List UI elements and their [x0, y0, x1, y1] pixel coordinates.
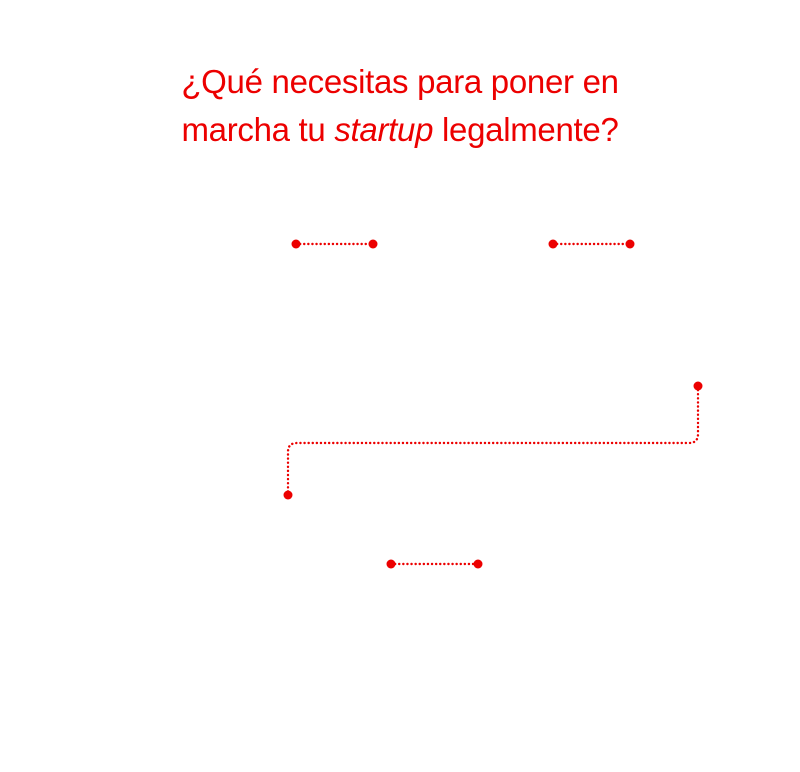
- connector-top-left-end-dot: [368, 239, 378, 249]
- page-title: ¿Qué necesitas para poner en marcha tu s…: [0, 58, 800, 154]
- connector-long-elbow-path: [286, 384, 700, 497]
- title-line-2: marcha tu startup legalmente?: [0, 106, 800, 154]
- connector-top-right-end-dot: [625, 239, 635, 249]
- title-line-2-prefix: marcha tu: [181, 111, 335, 148]
- connector-long-elbow-end-dot: [283, 490, 293, 500]
- title-emphasis-startup: startup: [334, 111, 434, 148]
- connector-bottom-end-dot: [473, 559, 483, 569]
- connector-top-left: [291, 239, 378, 249]
- title-line-1: ¿Qué necesitas para poner en: [181, 63, 619, 100]
- title-line-2-suffix: legalmente?: [433, 111, 619, 148]
- connector-bottom-start-dot: [386, 559, 396, 569]
- connector-top-left-start-dot: [291, 239, 301, 249]
- connector-long-elbow-start-dot: [693, 381, 703, 391]
- connector-top-right-start-dot: [548, 239, 558, 249]
- connector-bottom: [386, 559, 483, 569]
- connector-top-right: [548, 239, 635, 249]
- connector-long-elbow: [283, 381, 703, 500]
